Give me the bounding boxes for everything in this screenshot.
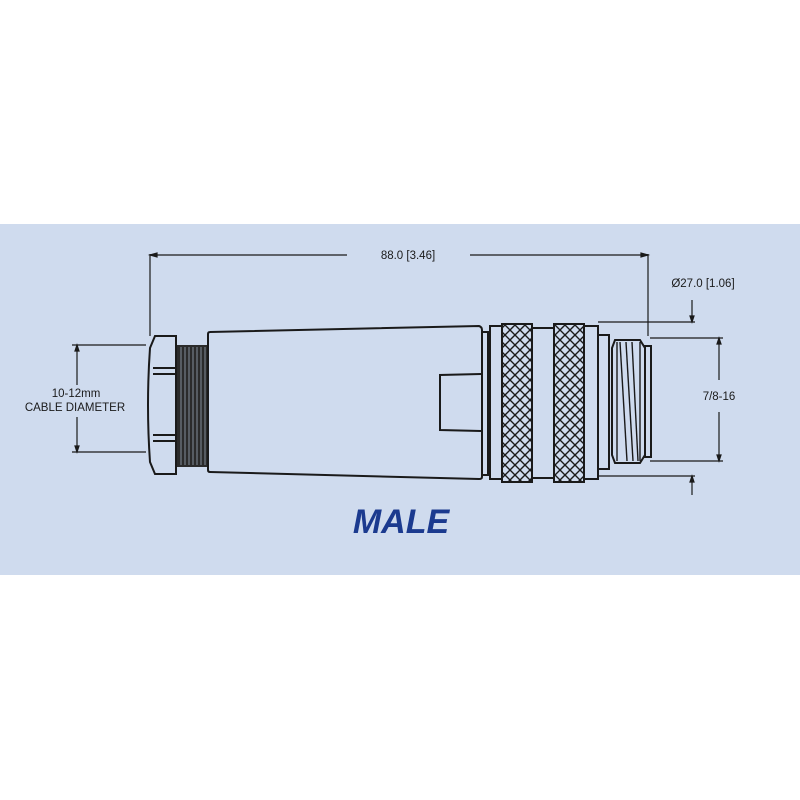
hex-nut <box>147 335 177 475</box>
cable-diameter-label-line2: CABLE DIAMETER <box>25 402 125 414</box>
diagram-title: MALE <box>353 503 451 541</box>
cable-diameter-label-line1: 10-12mm <box>52 388 101 400</box>
outer-diameter-dimension <box>598 300 695 495</box>
knurled-ring-2 <box>553 323 585 483</box>
outer-diameter-label: Ø27.0 [1.06] <box>671 278 734 290</box>
overall-length-dimension <box>147 252 651 336</box>
thread-label: 7/8-16 <box>703 391 736 403</box>
knurled-ring-1 <box>501 323 533 483</box>
cable-diameter-dimension <box>72 343 146 454</box>
coupling-section <box>481 323 610 483</box>
threaded-connector-end <box>611 339 652 464</box>
thread-dimension <box>650 336 723 463</box>
overall-length-label: 88.0 [3.46] <box>381 250 435 262</box>
gland-thread <box>177 345 208 467</box>
tapered-body <box>207 324 483 481</box>
